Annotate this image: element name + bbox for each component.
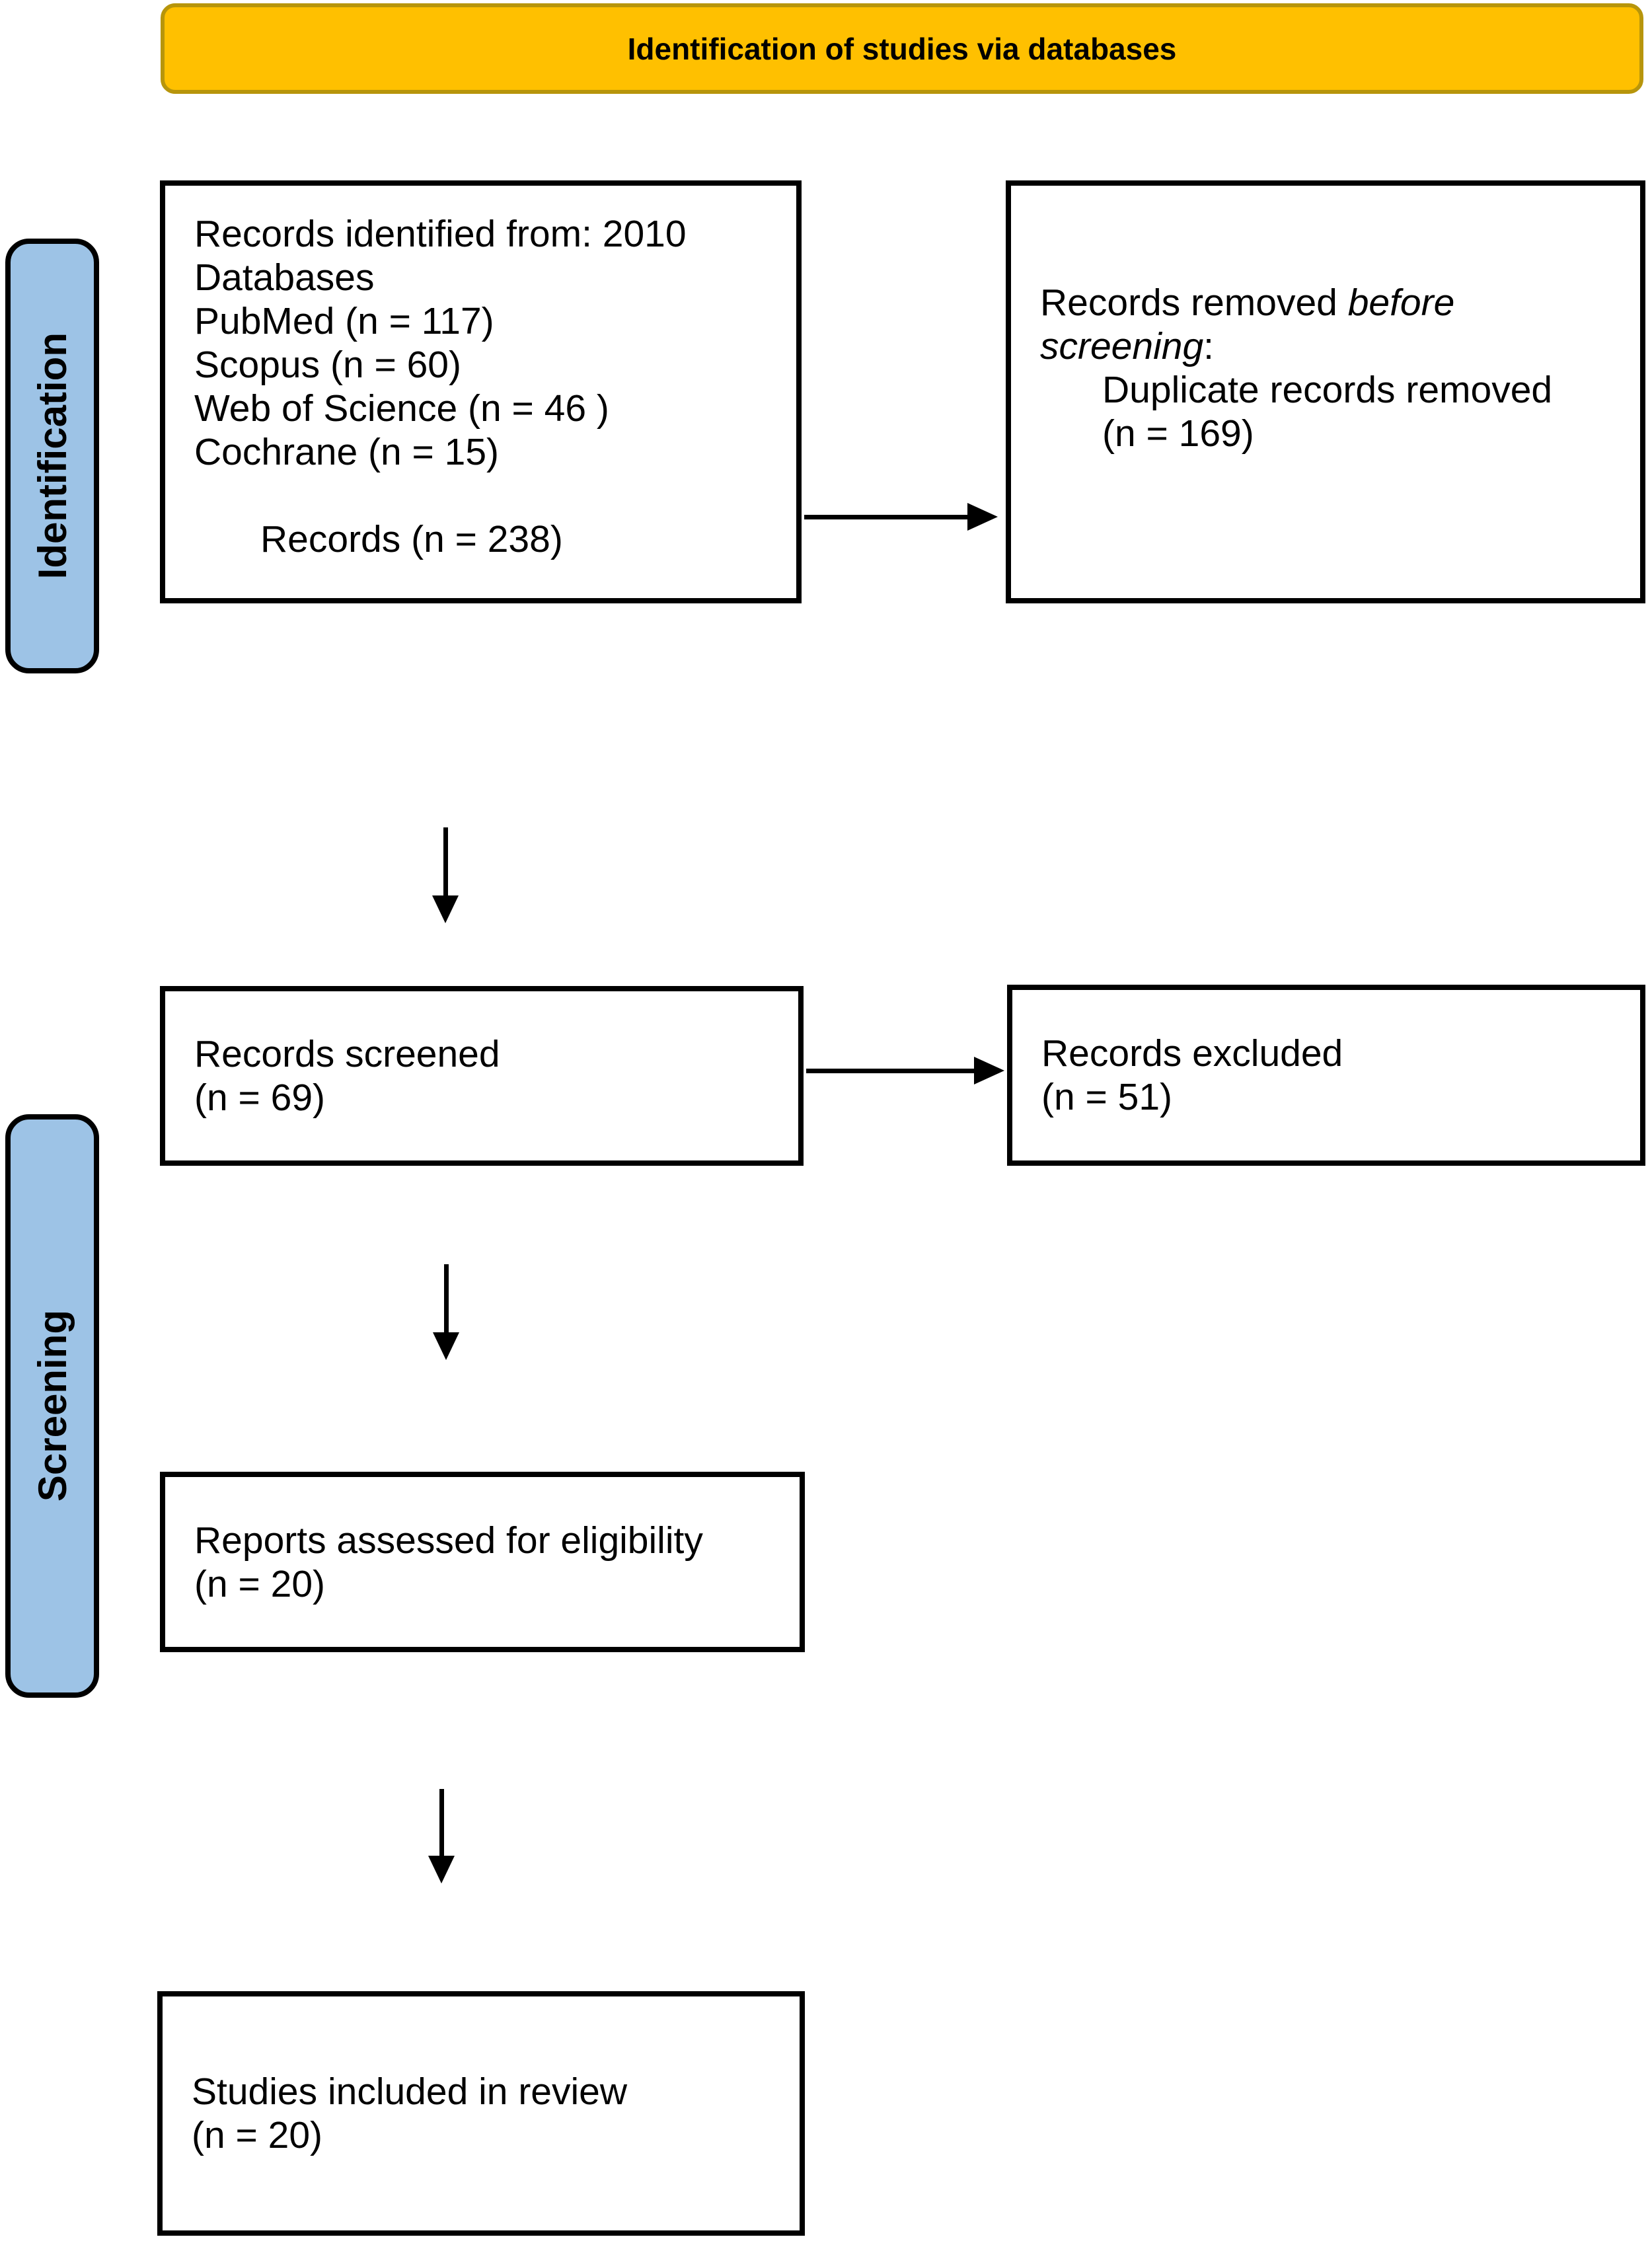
arrow-screened-to-excluded-head — [974, 1057, 1004, 1084]
box-line: Studies included in review — [192, 2070, 628, 2113]
removed-line1-italic: before — [1347, 282, 1455, 324]
box-line: Web of Science (n = 46 ) — [194, 387, 609, 430]
box-line-duplicates-count: (n = 169) — [1102, 412, 1254, 455]
box-line: PubMed (n = 117) — [194, 300, 494, 342]
box-line: Reports assessed for eligibility — [194, 1519, 703, 1562]
box-line: (n = 20) — [192, 2114, 323, 2156]
blank-line-spacer — [194, 474, 790, 517]
stage-label-screening: Screening — [5, 1114, 99, 1698]
removed-line2-regular: : — [1203, 325, 1214, 367]
arrow-assessed-to-included-head — [428, 1856, 455, 1883]
banner-title: Identification of studies via databases — [627, 31, 1177, 66]
arrow-screened-to-assessed-head — [433, 1332, 459, 1360]
box-line-records-total: Records (n = 238) — [260, 518, 563, 560]
box-line: Records identified from: 2010 — [194, 213, 687, 255]
box-line-duplicates: Duplicate records removed — [1102, 369, 1553, 411]
removed-line1-regular: Records removed — [1040, 282, 1348, 324]
box-line: Scopus (n = 60) — [194, 344, 461, 386]
box-records-removed: Records removed before screening: Duplic… — [1006, 180, 1645, 603]
box-records-identified: Records identified from: 2010 Databases … — [160, 180, 802, 603]
box-studies-included: Studies included in review (n = 20) — [157, 1991, 805, 2236]
arrow-screened-to-assessed-shaft — [444, 1264, 449, 1334]
box-line: Cochrane (n = 15) — [194, 431, 500, 473]
banner-identification-via-databases: Identification of studies via databases — [161, 3, 1643, 94]
arrow-screened-to-excluded-shaft — [806, 1069, 975, 1073]
arrow-identified-to-screened-head — [432, 895, 459, 923]
stage-label-screening-text: Screening — [30, 1310, 75, 1502]
arrow-identified-to-screened-shaft — [443, 827, 448, 897]
box-line: Records removed before — [1040, 281, 1633, 324]
stage-label-identification: Identification — [5, 239, 99, 673]
box-line: (n = 69) — [194, 1077, 326, 1119]
stage-label-identification-text: Identification — [30, 332, 75, 580]
box-line: Records excluded — [1041, 1032, 1343, 1075]
box-line: screening: — [1040, 324, 1633, 368]
box-line: Records screened — [194, 1033, 500, 1075]
box-records-screened: Records screened (n = 69) — [160, 986, 804, 1166]
box-line: (n = 51) — [1041, 1076, 1173, 1118]
arrow-assessed-to-included-shaft — [439, 1789, 444, 1857]
arrow-identified-to-removed-shaft — [804, 515, 969, 519]
box-reports-assessed: Reports assessed for eligibility (n = 20… — [160, 1472, 805, 1652]
box-line: Databases — [194, 256, 375, 299]
box-line: (n = 20) — [194, 1562, 326, 1605]
arrow-identified-to-removed-head — [967, 503, 998, 531]
box-records-excluded: Records excluded (n = 51) — [1007, 985, 1645, 1166]
removed-line2-italic: screening — [1040, 325, 1204, 367]
